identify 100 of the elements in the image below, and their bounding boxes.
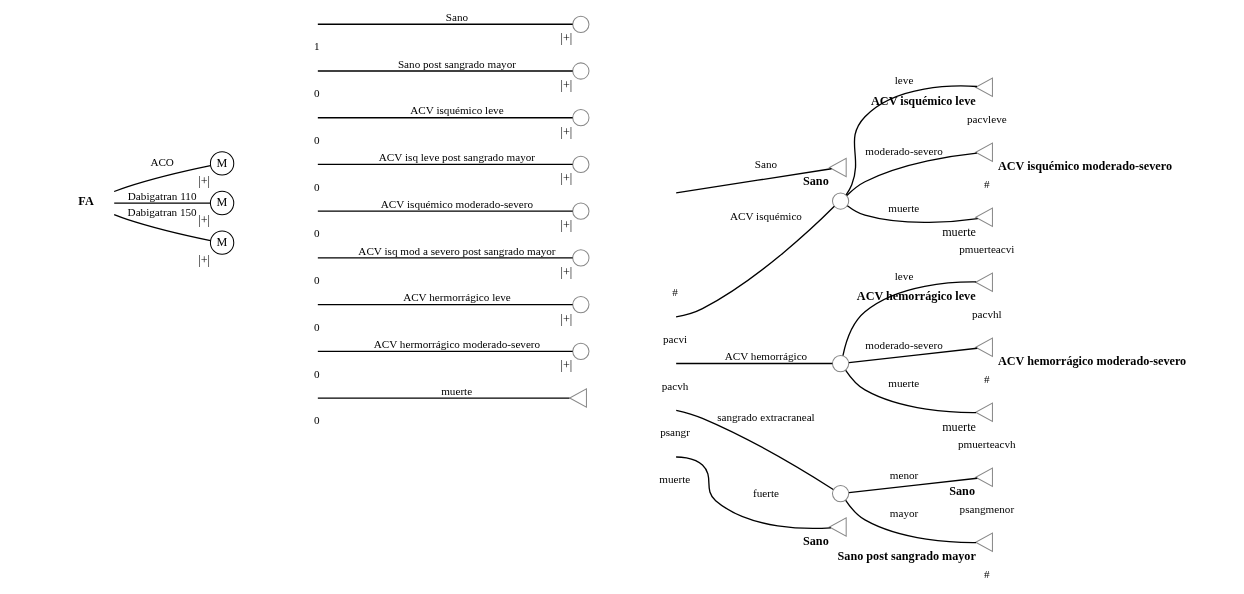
node-triangle [974, 337, 993, 358]
connector [113, 213, 211, 242]
label: # [983, 567, 990, 580]
connector [316, 257, 573, 259]
label: 0 [313, 274, 320, 287]
label: pmuerteacvh [957, 437, 1016, 450]
node-label: |+| [560, 31, 572, 46]
connector [847, 477, 978, 494]
node-circle [571, 249, 589, 267]
node-label: |+| [560, 218, 572, 233]
node-label: ACV hemorrágico moderado-severo [997, 354, 1186, 369]
node-circle [571, 202, 589, 220]
node-circle [571, 62, 589, 80]
node-triangle [974, 142, 993, 163]
node-label: |+| [560, 264, 572, 279]
connector [846, 205, 978, 224]
node-circle [571, 15, 589, 33]
edge-label: mayor [889, 506, 918, 519]
node-triangle [974, 467, 993, 488]
node-label: |+| [560, 77, 572, 92]
label: 0 [313, 320, 320, 333]
connector [316, 303, 573, 306]
node-circle: M [209, 230, 234, 255]
edge-label: leve [894, 74, 913, 86]
edge-label: leve [894, 270, 913, 283]
label: pacvhl [971, 307, 1002, 320]
edge-label: muerte [440, 384, 472, 397]
label: muerte [658, 473, 690, 486]
edge-label: Sano [754, 158, 777, 171]
connector [675, 362, 833, 365]
label: 0 [313, 133, 320, 146]
node-circle [571, 155, 589, 174]
edge-label: ACV isquémico moderado-severo [380, 197, 533, 210]
node-triangle [974, 207, 993, 228]
label: psangr [659, 426, 690, 439]
connector [316, 397, 570, 399]
label: 0 [313, 367, 320, 380]
node-circle [571, 342, 589, 360]
connector [844, 85, 978, 196]
label: 0 [313, 227, 320, 240]
connector [847, 347, 978, 364]
label: pacvleve [966, 112, 1007, 125]
node-triangle [974, 272, 993, 293]
node-label: |+| [197, 253, 210, 268]
node-label: Sano [802, 174, 829, 189]
node-circle [571, 296, 589, 314]
node-label: |+| [560, 124, 572, 139]
label: pmuerteacvi [958, 242, 1014, 255]
label: pacvi [662, 333, 687, 346]
edge-label: Dabigatran 110 [127, 189, 196, 202]
node-triangle [568, 388, 587, 409]
node-circle [571, 109, 589, 127]
connector [844, 499, 977, 544]
node-circle: M [209, 190, 234, 216]
edge-label: ACV isquémico leve [409, 104, 504, 117]
node-label: |+| [560, 171, 572, 186]
node-label: Sano [948, 484, 975, 499]
node-triangle [974, 402, 993, 423]
connector [316, 350, 573, 352]
edge-label: Sano [445, 11, 468, 24]
edge-label: menor [889, 469, 918, 482]
edge-label: Dabigatran 150 [127, 206, 197, 219]
label: 0 [313, 414, 320, 427]
connector [316, 163, 573, 166]
connector [674, 205, 835, 318]
node-triangle [827, 157, 847, 178]
node-circle [831, 192, 849, 210]
label: psangmenor [959, 502, 1014, 515]
connector [316, 210, 573, 212]
label: 1 [313, 40, 320, 53]
label: # [671, 286, 678, 299]
node-label: |+| [560, 358, 572, 373]
edge-label: ACV isq leve post sangrado mayor [378, 151, 535, 164]
node-label: |+| [560, 311, 572, 326]
edge-label: ACV isq mod a severo post sangrado mayor [357, 244, 556, 257]
connector [113, 164, 211, 193]
edge-label: ACV hemorrágico [724, 350, 807, 363]
label: pacvh [661, 379, 688, 392]
connector [113, 202, 211, 204]
connector [316, 23, 573, 25]
edge-label: moderado-severo [864, 145, 943, 158]
edge-label: ACV hermorrágico moderado-severo [373, 338, 540, 351]
connector [316, 117, 573, 119]
node-label: Sano post sangrado mayor [837, 549, 976, 564]
node-triangle [974, 532, 993, 553]
node-label: Sano [802, 533, 829, 548]
connector [675, 409, 834, 491]
node-label: muerte [941, 420, 976, 435]
edge-label: muerte [887, 376, 919, 389]
label: 0 [313, 87, 320, 100]
edge-label: fuerte [752, 487, 779, 500]
edge-label: ACV isquémico [729, 210, 802, 223]
label: # [983, 372, 990, 385]
connector [675, 168, 832, 194]
edge-label: moderado-severo [864, 339, 943, 352]
edge-label: muerte [887, 201, 919, 214]
node-triangle [827, 517, 847, 538]
connector [674, 456, 831, 530]
connector [841, 281, 977, 357]
node-label: muerte [941, 225, 976, 240]
